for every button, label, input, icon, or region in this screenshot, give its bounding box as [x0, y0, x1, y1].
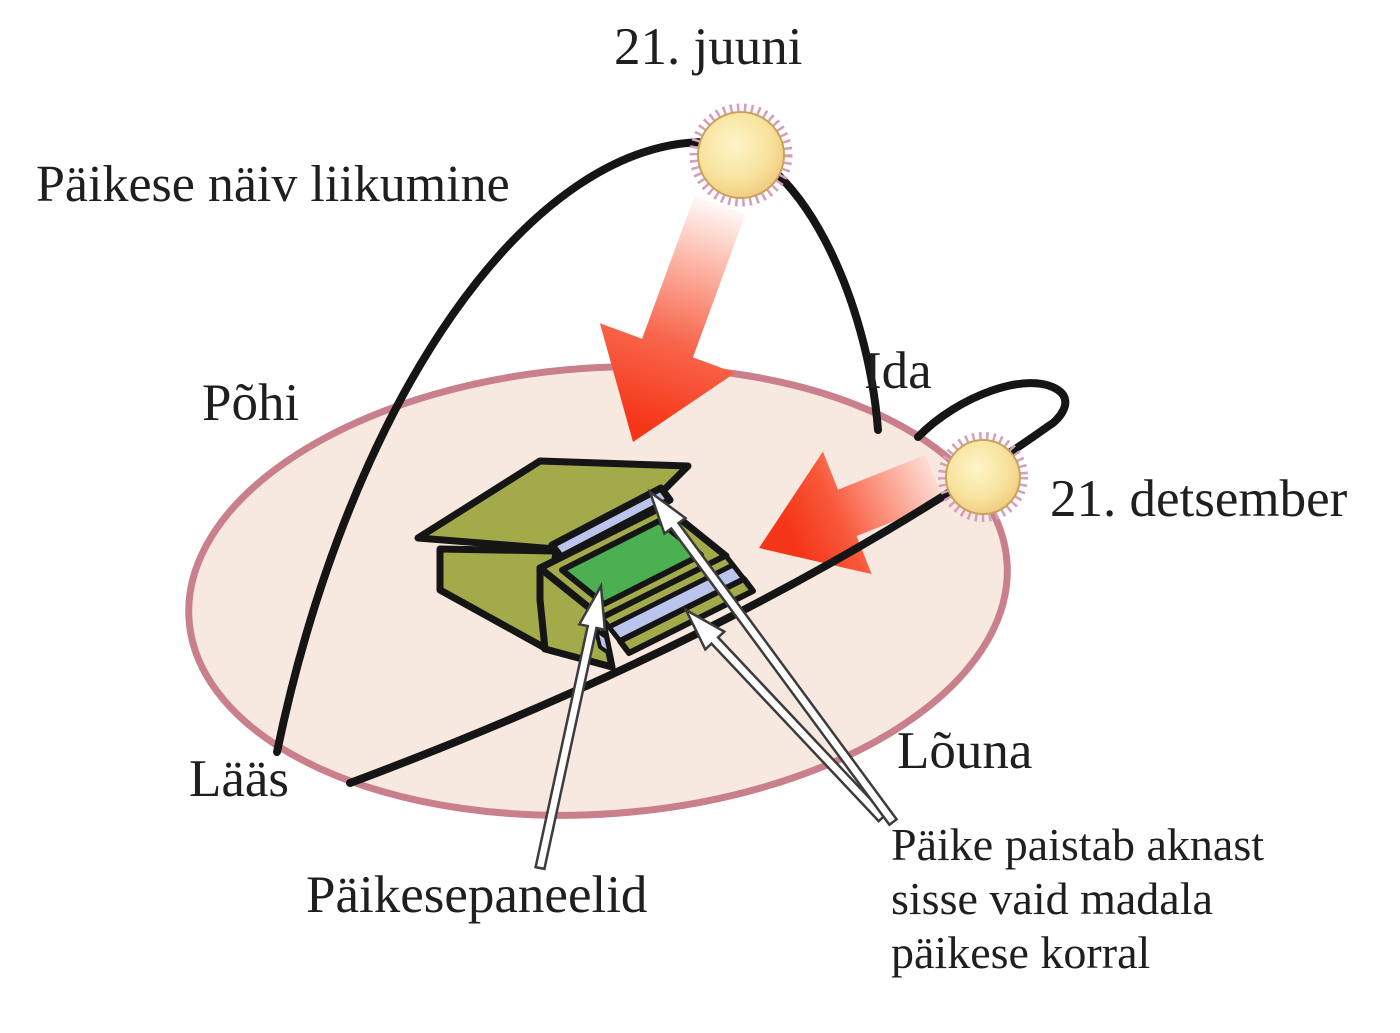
label-window-note-line1: Päike paistab aknast: [891, 819, 1265, 870]
clerestory-window: [548, 484, 674, 561]
label-west: Lääs: [189, 750, 290, 808]
sunray-arrow-december: [759, 451, 945, 575]
label-solar-panels: Päikesepaneelid: [306, 866, 648, 924]
house: [414, 457, 756, 671]
corner-window-sliver: [594, 628, 612, 656]
label-window-note-line3: päikese korral: [891, 926, 1151, 978]
sun-december-icon: [938, 432, 1028, 522]
label-east: Ida: [864, 342, 932, 400]
label-window-note-line2: sisse vaid madala: [891, 872, 1213, 924]
sun-path-june: [273, 137, 882, 756]
label-june-21: 21. juuni: [614, 18, 803, 76]
sunray-arrow-june: [599, 195, 746, 442]
annotation-arrow-upper-window: [647, 488, 899, 827]
label-window-note: Päike paistab aknast sisse vaid madala p…: [891, 818, 1264, 979]
label-south: Lõuna: [897, 722, 1033, 780]
label-december-21: 21. detsember: [1050, 470, 1348, 528]
south-base-wall: [617, 576, 756, 656]
sun-june-icon: [689, 103, 793, 207]
annotation-arrow-solar-panel: [534, 581, 607, 871]
label-apparent-motion: Päikese näiv liikumine: [36, 156, 510, 213]
annotation-arrow-lower-window: [683, 606, 888, 823]
label-north: Põhi: [202, 374, 300, 432]
